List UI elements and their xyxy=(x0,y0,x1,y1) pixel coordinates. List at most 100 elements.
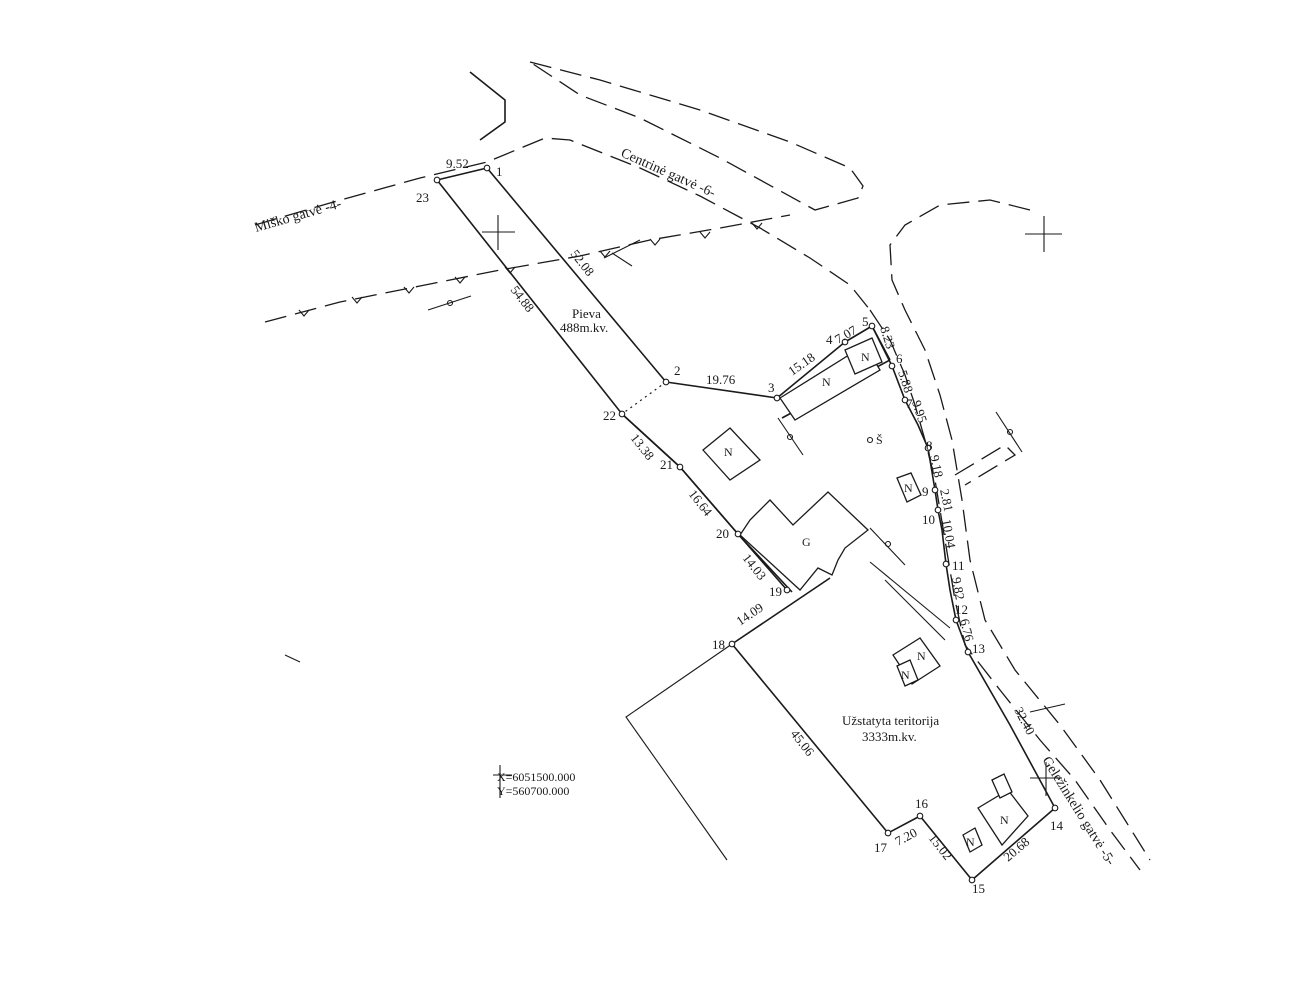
dim-23-1: 9.52 xyxy=(446,156,469,171)
dim-9-10: 2.81 xyxy=(937,488,956,513)
buildings xyxy=(702,337,1029,853)
building-n-south-small xyxy=(896,659,919,687)
building-label-g: G xyxy=(802,535,811,549)
dim-21-22: 13.38 xyxy=(628,431,658,463)
point-label-6: 6 xyxy=(896,351,903,366)
building-n-bottom-small-2 xyxy=(962,827,983,853)
building-labels: N N N G Š N N N N N xyxy=(724,350,1009,849)
area-uzstatyta-size: 3333m.kv. xyxy=(862,729,917,744)
symbols xyxy=(284,239,1066,713)
point-label-16: 16 xyxy=(915,796,929,811)
point-label-3: 3 xyxy=(768,380,775,395)
gelezinkelio-street-east-edge xyxy=(889,199,1151,861)
boundary-5-14 xyxy=(871,325,1056,809)
boundary-17-18 xyxy=(731,643,889,834)
building-n-small xyxy=(844,337,883,375)
building-label-n-3: N xyxy=(724,445,733,459)
point-label-20: 20 xyxy=(716,526,729,541)
coordinate-x: X=6051500.000 xyxy=(497,770,575,784)
point-label-19: 19 xyxy=(769,584,782,599)
boundary-23-1 xyxy=(436,167,488,181)
boundary-14-15 xyxy=(971,807,1056,881)
boundary-21-20 xyxy=(679,466,739,535)
point-label-15: 15 xyxy=(972,881,985,896)
centrine-street-island xyxy=(529,61,864,211)
boundary-16-17 xyxy=(887,815,921,834)
point-labels: 1 23 2 3 4 5 6 7 8 9 10 11 12 13 14 15 1… xyxy=(416,164,1064,896)
point-label-5: 5 xyxy=(862,314,869,329)
area-pieva-size: 488m.kv. xyxy=(560,320,608,335)
building-label-n-8: N xyxy=(966,835,975,849)
misko-street-edge-north xyxy=(469,71,506,141)
grid-crosses xyxy=(482,215,1062,798)
building-label-n-5: N xyxy=(917,649,926,663)
boundary-20-19 xyxy=(737,533,793,593)
boundary-1-2 xyxy=(486,167,667,383)
building-label-s: Š xyxy=(876,433,883,447)
dim-20-21: 16.64 xyxy=(686,487,716,520)
boundary-22-21 xyxy=(621,413,681,468)
boundary-18-19 xyxy=(731,577,831,645)
building-n-bottom-small xyxy=(991,773,1013,799)
area-pieva-name: Pieva xyxy=(572,306,601,321)
boundary-2-22-dotted xyxy=(621,381,667,415)
point-label-11: 11 xyxy=(952,558,965,573)
area-uzstatyta-name: Užstatyta teritorija xyxy=(842,713,939,728)
dim-11-12: 9.82 xyxy=(949,576,968,601)
point-label-14: 14 xyxy=(1050,818,1064,833)
building-g xyxy=(739,491,869,591)
boundary-points xyxy=(433,164,1059,884)
point-label-17: 17 xyxy=(874,840,888,855)
point-label-7: 7 xyxy=(906,396,913,411)
coordinate-y: Y=560700.000 xyxy=(497,784,569,798)
building-n-bottom xyxy=(977,789,1029,847)
point-label-18: 18 xyxy=(712,637,725,652)
dim-17-18: 45.06 xyxy=(788,727,818,760)
point-label-8: 8 xyxy=(926,438,933,453)
boundary-15-16 xyxy=(919,815,973,881)
point-label-22: 22 xyxy=(603,408,616,423)
dim-7-8: 9.95 xyxy=(909,398,930,424)
dim-10-11: 10.04 xyxy=(939,518,959,550)
side-road xyxy=(954,444,1017,486)
building-label-n-2: N xyxy=(861,350,870,364)
dim-1-2: 52.08 xyxy=(568,247,598,279)
boundary-4-5 xyxy=(844,325,873,343)
dim-5-6: 8.23 xyxy=(877,324,898,350)
fences xyxy=(625,561,951,861)
building-n-center xyxy=(702,427,761,481)
boundary-inner-4-5 xyxy=(871,325,891,361)
street-names: Miško gatvė -4- Centrinė gatvė -6- Gelež… xyxy=(253,146,1118,869)
point-label-2: 2 xyxy=(674,363,681,378)
dim-3-4: 15.18 xyxy=(785,349,818,378)
point-label-13: 13 xyxy=(972,641,985,656)
point-label-12: 12 xyxy=(955,602,968,617)
point-label-10: 10 xyxy=(922,512,935,527)
utility-line-path xyxy=(264,214,791,323)
street-centrine: Centrinė gatvė -6- xyxy=(618,146,717,201)
point-label-4: 4 xyxy=(826,332,833,347)
building-label-n-1: N xyxy=(822,375,831,389)
dim-8-9: 9.18 xyxy=(927,454,946,479)
point-label-1: 1 xyxy=(496,164,503,179)
dim-13-14: 32.40 xyxy=(1011,704,1038,737)
utility-line xyxy=(264,214,791,323)
dim-6-7: 5.88 xyxy=(895,368,916,394)
building-n-small-2 xyxy=(896,472,922,503)
point-label-21: 21 xyxy=(660,457,673,472)
street-misko: Miško gatvė -4- xyxy=(253,197,343,236)
point-label-9: 9 xyxy=(922,484,929,499)
boundary-3-4 xyxy=(776,341,846,399)
dim-12-13: 6.76 xyxy=(957,617,977,643)
boundary-2-3 xyxy=(665,381,778,399)
dim-2-3: 19.76 xyxy=(706,372,736,387)
area-labels: Pieva 488m.kv. Užstatyta teritorija 3333… xyxy=(560,306,939,744)
dim-4-5: 7.07 xyxy=(832,322,860,347)
dim-15-16: 15.02 xyxy=(926,831,956,863)
dim-23-22: 54.88 xyxy=(508,283,538,315)
building-label-n-4: N xyxy=(904,481,913,495)
gelezinkelio-street-west-edge xyxy=(869,309,1141,871)
dimension-labels: 9.52 52.08 54.88 19.76 15.18 7.07 8.23 5… xyxy=(446,156,1038,864)
building-label-n-6: N xyxy=(901,668,910,682)
